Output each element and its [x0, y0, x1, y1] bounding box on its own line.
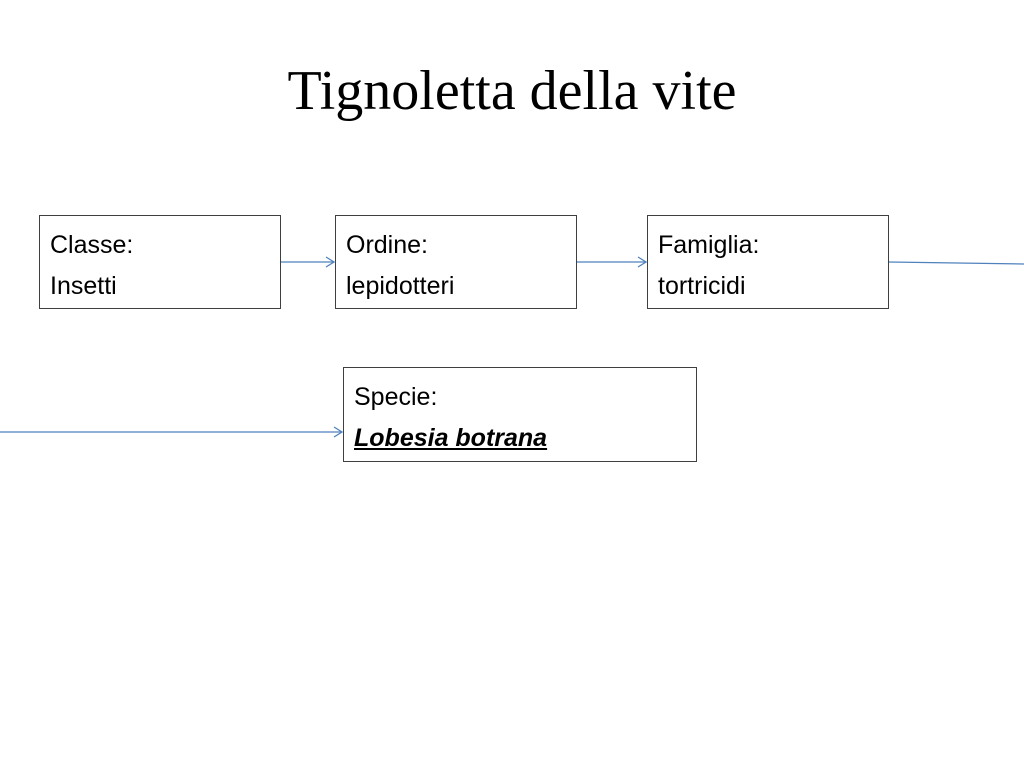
box-specie: Specie: Lobesia botrana [343, 367, 697, 462]
arrowhead-classe-to-ordine [325, 256, 336, 268]
box-famiglia: Famiglia: tortricidi [647, 215, 889, 309]
box-classe: Classe: Insetti [39, 215, 281, 309]
ordine-value: lepidotteri [346, 272, 455, 300]
classe-value: Insetti [50, 272, 117, 300]
arrowhead-to-specie [333, 426, 344, 438]
arrowhead-ordine-to-famiglia [637, 256, 648, 268]
classe-label: Classe: [50, 231, 134, 259]
ordine-label: Ordine: [346, 231, 428, 259]
famiglia-label: Famiglia: [658, 231, 760, 259]
slide-title: Tignoletta della vite [287, 60, 737, 122]
specie-label: Specie: [354, 383, 438, 411]
famiglia-value: tortricidi [658, 272, 746, 300]
arrow-famiglia-continuation [888, 261, 1024, 265]
box-ordine: Ordine: lepidotteri [335, 215, 577, 309]
specie-value: Lobesia botrana [354, 424, 548, 452]
